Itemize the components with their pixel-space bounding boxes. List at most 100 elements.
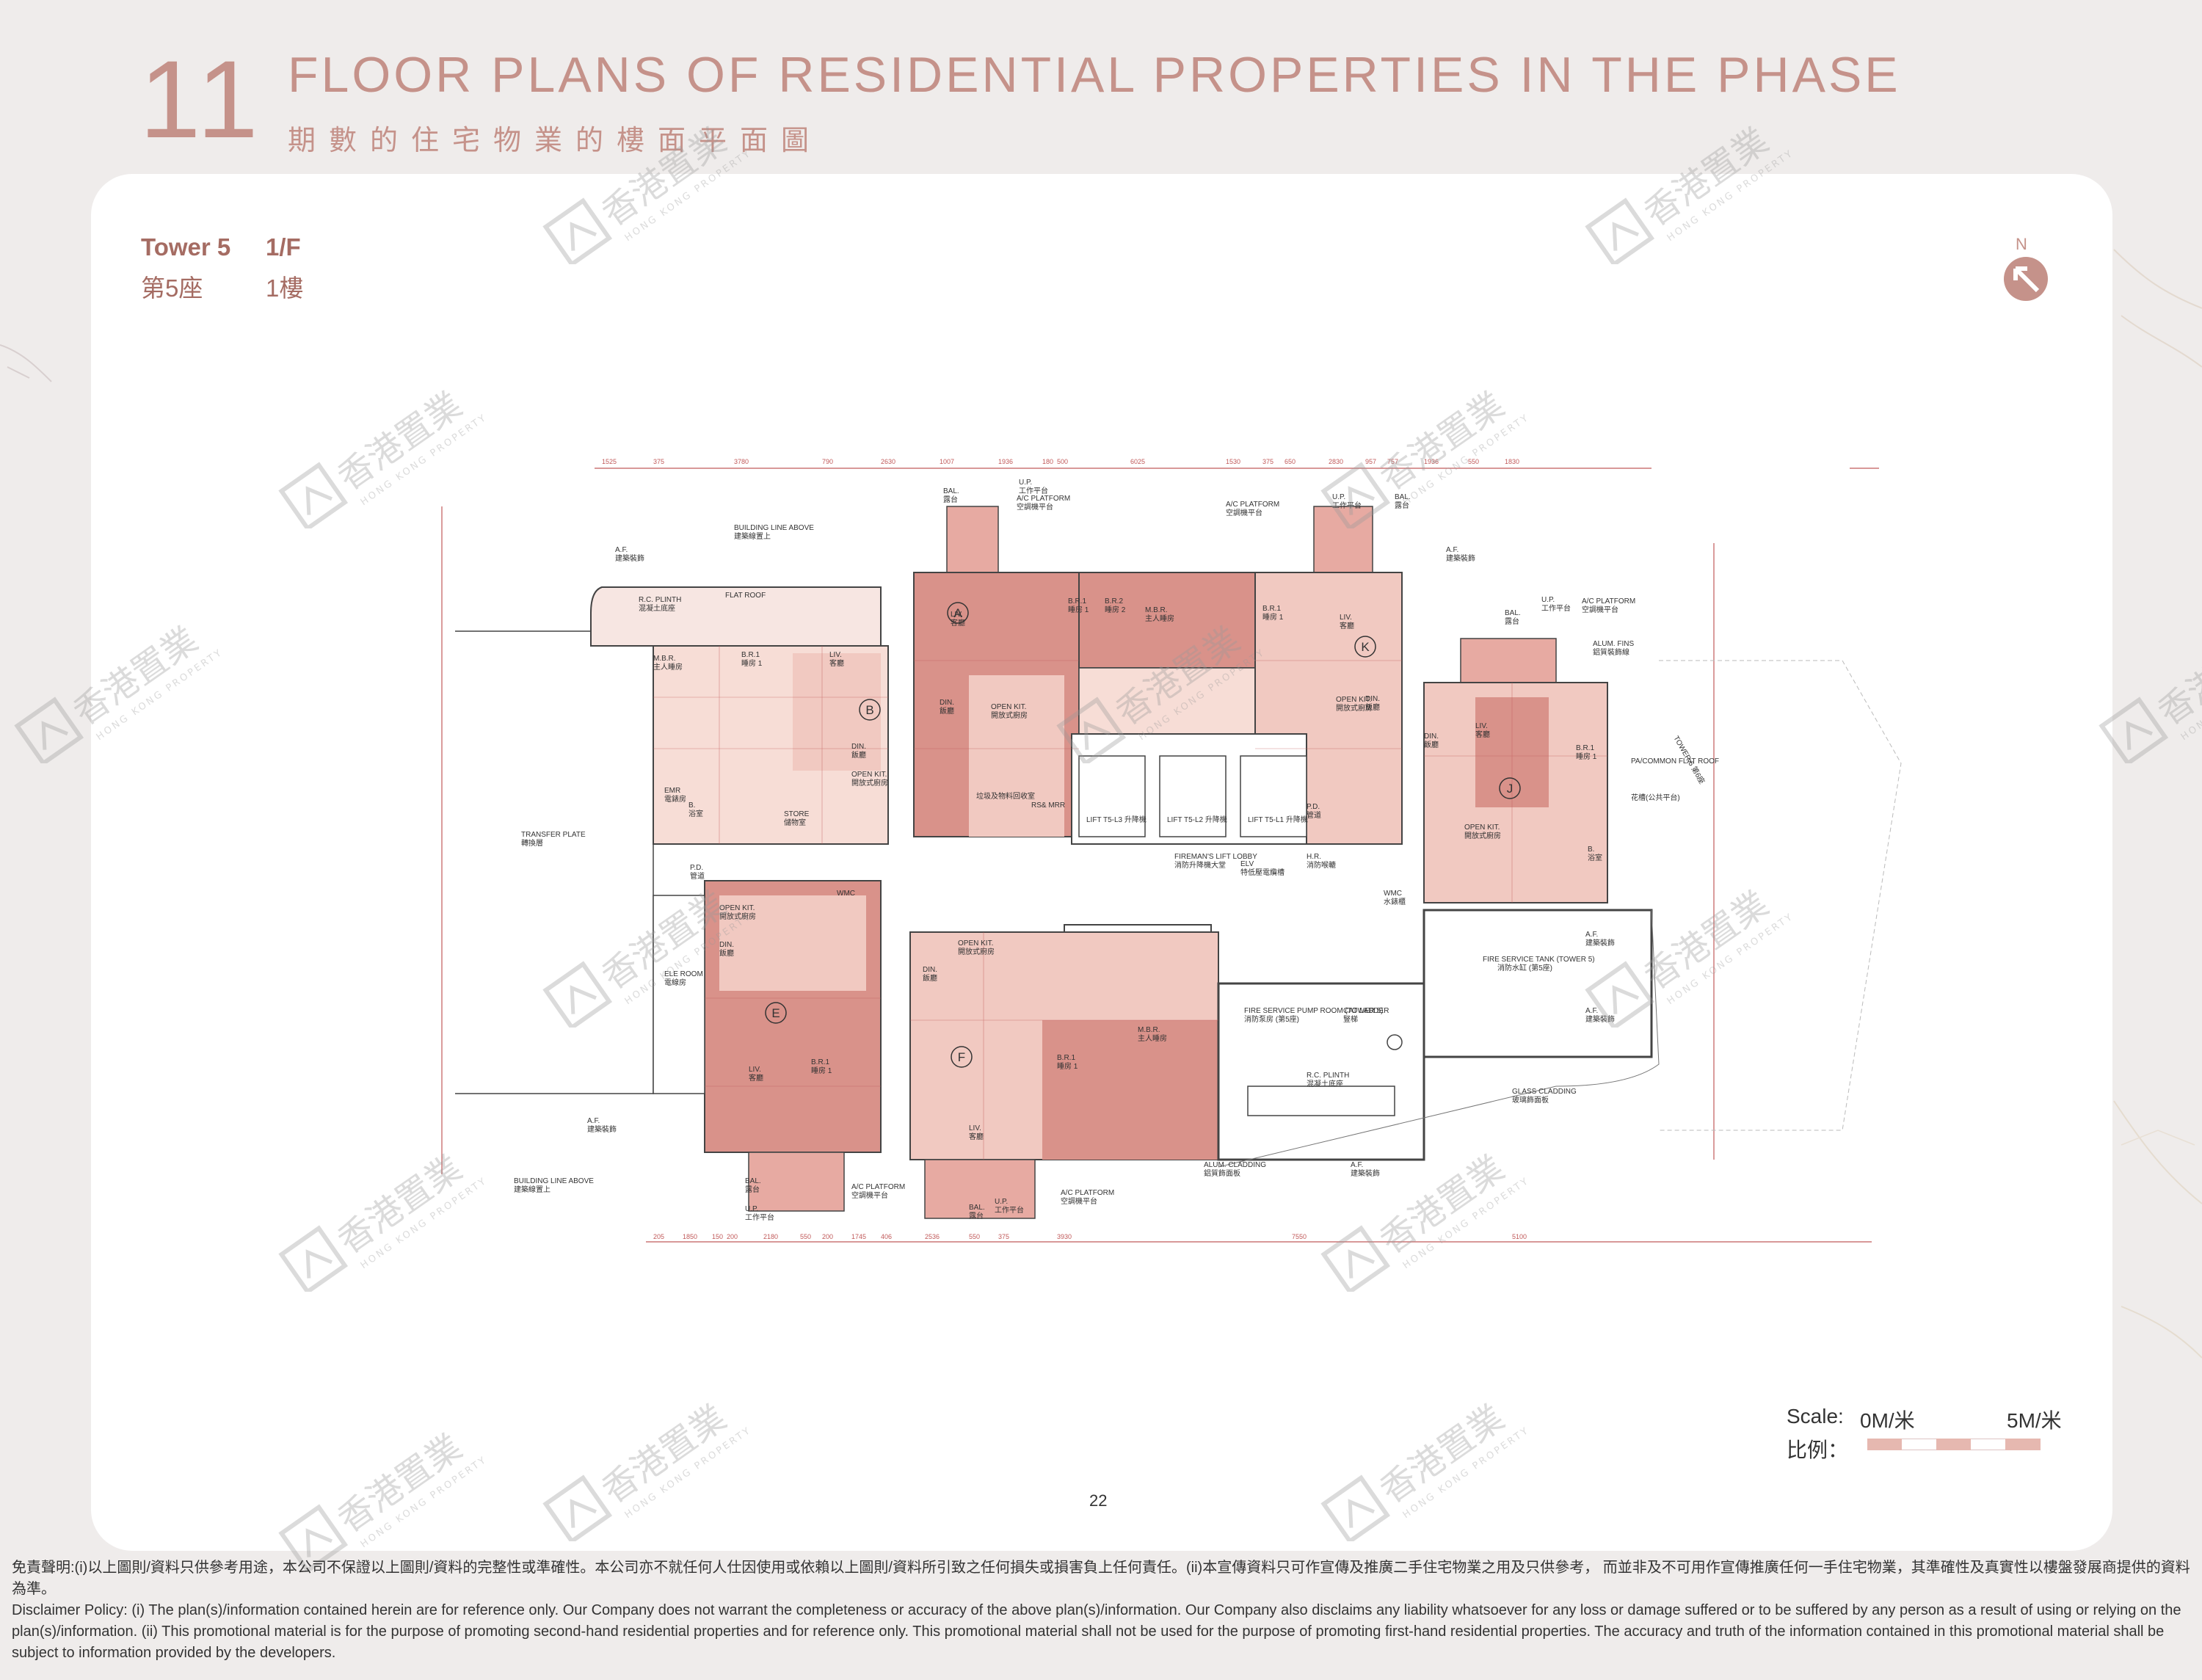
disclaimer: 免責聲明:(i)以上圖則/資料只供參考用途，本公司不保證以上圖則/資料的完整性或…	[12, 1557, 2190, 1664]
label-pa-flat-roof-cn: 花槽(公共平台)	[1631, 793, 1680, 802]
label-br2-mid-cn: 睡房 2	[1105, 605, 1126, 614]
unit-marker-b	[859, 699, 881, 721]
unit-marker-e	[765, 1002, 787, 1024]
label-mbr-f: M.B.R.	[1138, 1026, 1160, 1034]
label-glass-cladding-cn: 玻璃飾面板	[1512, 1095, 1549, 1105]
label-fire-tank-cn: 消防水缸 (第5座)	[1497, 963, 1552, 972]
label-liv-a: LIV.	[951, 611, 963, 619]
label-bal-3: BAL.	[1505, 609, 1521, 617]
label-up-3: U.P.	[1541, 596, 1555, 604]
label-af-6-cn: 建築裝飾	[1351, 1168, 1380, 1178]
top-dim-label: 550	[1468, 458, 1479, 465]
plan-card	[91, 174, 2112, 1551]
label-din-e: DIN.	[719, 941, 734, 949]
top-dim-label: 1830	[1505, 458, 1519, 465]
label-up-3-cn: 工作平台	[1541, 603, 1571, 613]
label-af-1: A.F.	[615, 546, 628, 554]
top-dim-label: 180	[1042, 458, 1053, 465]
label-kit-k: OPEN KIT.	[1336, 696, 1371, 704]
label-flat-roof: FLAT ROOF	[725, 592, 766, 600]
label-kit-f-cn: 開放式廚房	[958, 947, 995, 956]
label-store-cn: 儲物室	[784, 818, 806, 827]
label-din-b: DIN.	[851, 743, 866, 751]
label-af-1-cn: 建築裝飾	[615, 553, 644, 563]
label-af-6: A.F.	[1351, 1161, 1363, 1169]
label-din-a: DIN.	[940, 699, 954, 707]
label-af-3: A.F.	[1585, 931, 1598, 939]
label-br1-f: B.R.1	[1057, 1054, 1075, 1062]
label-af-4: A.F.	[1585, 1007, 1598, 1015]
top-dim-label: 757	[1387, 458, 1398, 465]
pump-room	[1217, 982, 1425, 1161]
label-rc-plinth-cn: 混凝土底座	[639, 603, 675, 613]
scale-bar	[1867, 1439, 2041, 1450]
label-din-b-cn: 飯廳	[851, 750, 866, 760]
label-lift-l3: LIFT T5-L3 升降機	[1086, 815, 1147, 824]
label-alum-cladding-cn: 鋁質飾面板	[1204, 1168, 1240, 1178]
unit-k-balcony	[1313, 506, 1373, 577]
label-br1-j-cn: 睡房 1	[1576, 752, 1597, 761]
label-emr-cn: 電錶房	[664, 794, 686, 804]
label-af-2-cn: 建築裝飾	[1446, 553, 1475, 563]
ele-room	[653, 895, 705, 1094]
unit-marker-j	[1499, 777, 1521, 799]
label-liv-k: LIV.	[1340, 614, 1352, 622]
bottom-dim-label: 375	[998, 1233, 1009, 1240]
label-rc-plinth-2-cn: 混凝土底座	[1307, 1079, 1343, 1088]
label-wmc: WMC	[1384, 890, 1402, 898]
top-dim-label: 375	[1262, 458, 1273, 465]
lift-t5-l2	[1159, 755, 1227, 837]
label-lift-l1: LIFT T5-L1 升降機	[1248, 815, 1308, 824]
label-rs-mrr-cn: 垃圾及物料回收室	[976, 791, 1035, 801]
bottom-dim-label: 550	[800, 1233, 811, 1240]
top-dim-label: 1525	[602, 458, 617, 465]
label-elv-cn: 特低壓電纜槽	[1240, 868, 1284, 877]
bottom-dim-label: 200	[822, 1233, 833, 1240]
lift-t5-l1	[1240, 755, 1307, 837]
label-ac-platform-2-cn: 空調機平台	[1226, 508, 1262, 517]
label-liv-f: LIV.	[969, 1124, 981, 1132]
top-dim-label: 2830	[1329, 458, 1343, 465]
unit-a-kit	[969, 675, 1064, 837]
label-liv-a-cn: 客廳	[951, 618, 965, 628]
label-fire-tank: FIRE SERVICE TANK (TOWER 5)	[1483, 956, 1595, 964]
label-emr: EMR	[664, 787, 680, 795]
label-din-e-cn: 飯廳	[719, 948, 734, 958]
label-bal-5: BAL.	[969, 1204, 985, 1212]
unit-e-balcony	[748, 1152, 845, 1212]
top-dim-label: 500	[1057, 458, 1068, 465]
bottom-dim-label: 1850	[683, 1233, 697, 1240]
top-dim-label: 3780	[734, 458, 749, 465]
label-cat-ladder: CAT LADDER	[1343, 1007, 1389, 1015]
label-liv-k-cn: 客廳	[1340, 621, 1354, 630]
unit-marker-k	[1354, 636, 1376, 658]
label-ac-platform-4-cn: 空調機平台	[851, 1190, 888, 1200]
label-pd-2: P.D.	[1307, 803, 1320, 811]
page-title: FLOOR PLANS OF RESIDENTIAL PROPERTIES IN…	[288, 47, 1901, 103]
label-kit-e: OPEN KIT.	[719, 904, 755, 912]
label-bal-1-cn: 露台	[943, 495, 958, 504]
label-bal-2-cn: 露台	[1395, 501, 1409, 510]
label-up-2: U.P.	[1332, 493, 1345, 501]
label-rc-plinth: R.C. PLINTH	[639, 596, 681, 604]
disclaimer-chinese: 免責聲明:(i)以上圖則/資料只供參考用途，本公司不保證以上圖則/資料的完整性或…	[12, 1560, 2190, 1597]
label-up-5: U.P.	[995, 1198, 1008, 1206]
label-br1-b-cn: 睡房 1	[741, 658, 763, 668]
floor-label: 1/F	[266, 233, 301, 261]
label-lift-l2: LIFT T5-L2 升降機	[1167, 815, 1227, 824]
top-dim-label: 1530	[1226, 458, 1240, 465]
label-liv-f-cn: 客廳	[969, 1132, 984, 1141]
label-din-j: DIN.	[1424, 732, 1439, 741]
label-kit-j: OPEN KIT.	[1464, 823, 1500, 832]
label-kit-j-cn: 開放式廚房	[1464, 831, 1501, 840]
bottom-dim-label: 2180	[763, 1233, 778, 1240]
label-mbr-f-cn: 主人睡房	[1138, 1033, 1167, 1043]
label-br1-e: B.R.1	[811, 1058, 829, 1066]
label-bath-j-cn: 浴室	[1588, 853, 1602, 862]
label-alum-fins-cn: 鋁質裝飾線	[1593, 647, 1629, 657]
label-kit-a: OPEN KIT.	[991, 703, 1026, 711]
label-building-line-2: BUILDING LINE ABOVE	[514, 1177, 594, 1185]
label-mbr-mid: M.B.R.	[1145, 606, 1168, 614]
label-pd-1: P.D.	[690, 864, 703, 872]
